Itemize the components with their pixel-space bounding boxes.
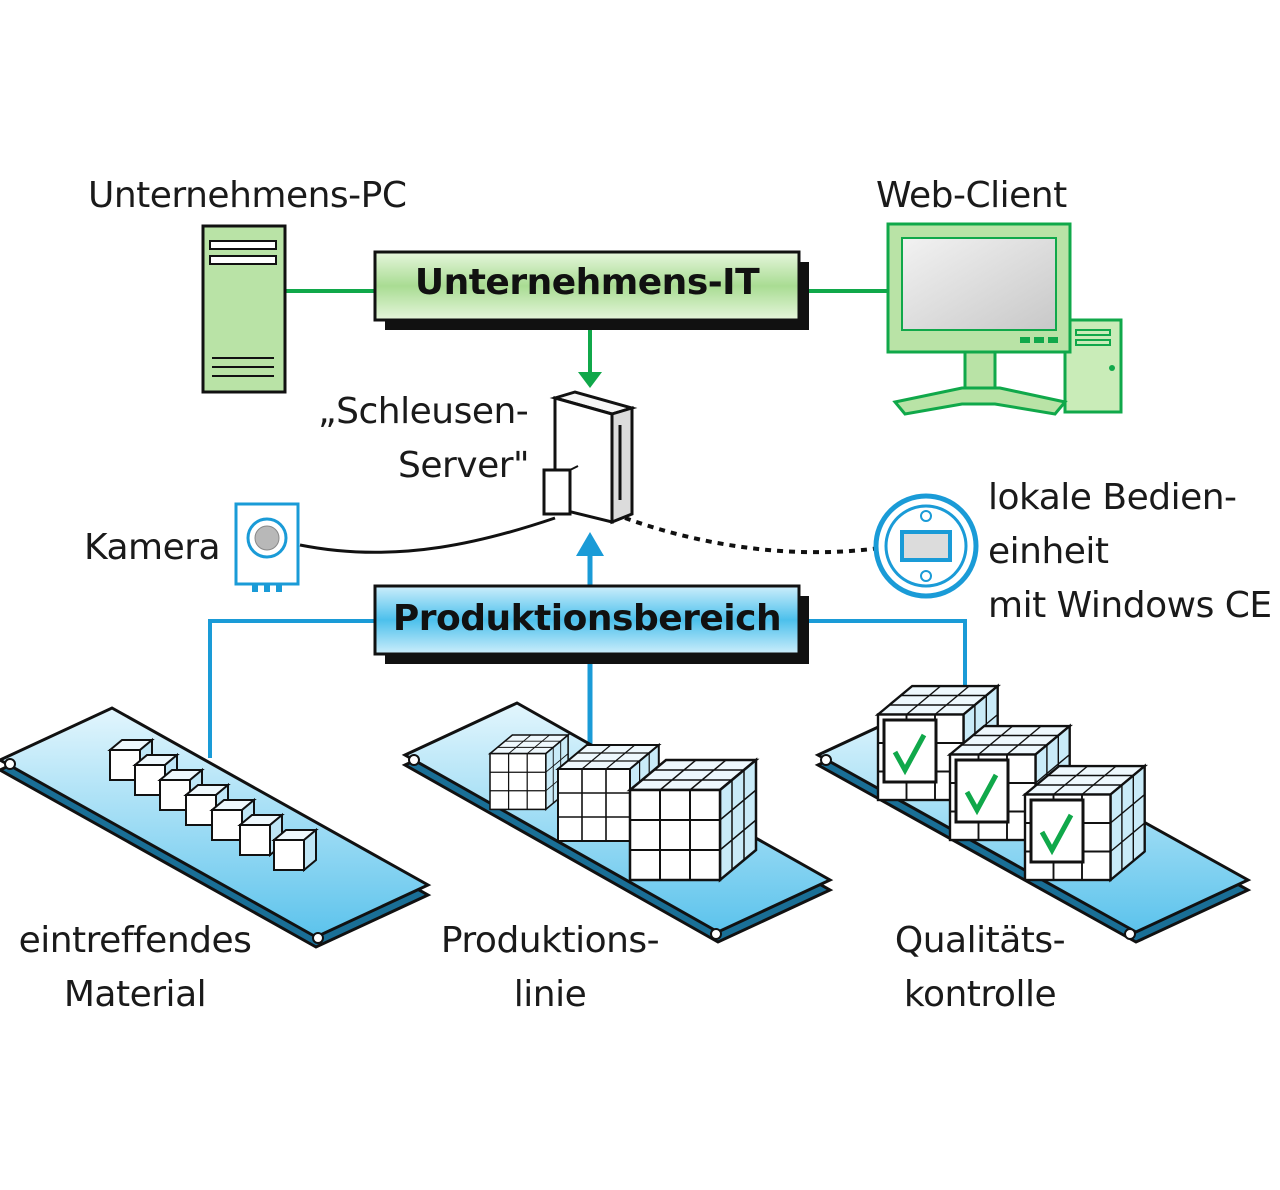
local-unit-label-line1: lokale Bedien- — [988, 477, 1237, 518]
web-client-icon — [886, 222, 1123, 416]
production-area-box — [373, 584, 809, 664]
gateway-server-label-line2: Server" — [398, 445, 530, 486]
corporate-pc-icon — [201, 224, 287, 394]
connector-camera-server — [299, 516, 556, 554]
web-client-label: Web-Client — [876, 175, 1067, 216]
gateway-server-icon — [542, 390, 638, 525]
production-line-label-line1: Produktions- — [440, 920, 660, 961]
check-mark-icon — [1029, 798, 1085, 864]
quality-control-label-line2: kontrolle — [903, 974, 1057, 1015]
check-mark-icon — [954, 758, 1010, 824]
arrow-head-blue — [576, 532, 604, 556]
camera-icon — [234, 502, 300, 592]
local-unit-label-line2: einheit — [988, 531, 1109, 572]
connector-server-local-unit — [624, 516, 881, 555]
incoming-material-label-line2: Material — [63, 974, 207, 1015]
camera-label: Kamera — [84, 527, 221, 568]
production-line-label-line2: linie — [513, 974, 587, 1015]
corporate-it-label: Unternehmens-IT — [414, 262, 760, 303]
arrow-head-green — [578, 372, 602, 388]
local-control-unit-icon — [873, 493, 979, 599]
quality-control-label-line1: Qualitäts- — [894, 920, 1066, 961]
incoming-material-label-line1: eintreffendes — [18, 920, 252, 961]
connector-production-quality — [800, 619, 967, 700]
corporate-pc-label: Unternehmens-PC — [88, 175, 407, 216]
connector-production-incoming — [208, 619, 375, 758]
corporate-it-box — [373, 250, 809, 330]
production-area-label: Produktionsbereich — [392, 598, 782, 639]
check-mark-icon — [882, 718, 938, 784]
gateway-server-label-line1: „Schleusen- — [318, 391, 529, 432]
local-unit-label-line3: mit Windows CE — [988, 585, 1272, 626]
